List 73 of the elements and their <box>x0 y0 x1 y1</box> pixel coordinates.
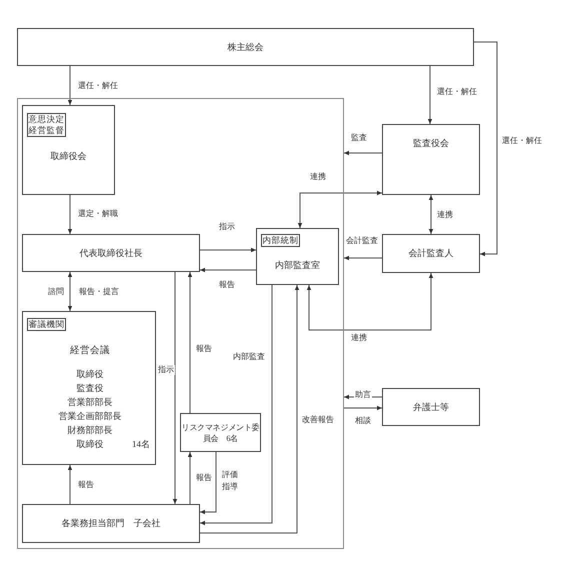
group-frame <box>17 98 344 549</box>
member-name: 監査役 <box>76 383 104 394</box>
edge-label: 相談 <box>354 416 372 426</box>
box-label: 株主総会 <box>228 42 264 52</box>
member-count: 14名 <box>132 439 150 450</box>
arrow <box>344 406 382 410</box>
org-box <box>22 504 200 543</box>
box-label: 代表取締役社長 <box>80 248 142 258</box>
org-box <box>382 234 480 273</box>
double-arrow <box>298 190 382 228</box>
edge-label: 内部監査 <box>232 352 266 362</box>
box-label: 各業務担当部門 子会社 <box>62 518 160 529</box>
org-box <box>180 413 261 452</box>
arrow <box>200 268 256 272</box>
box-label: 意思決定経営監督 <box>28 114 66 136</box>
org-box <box>22 234 200 272</box>
org-box <box>22 105 115 195</box>
edge-label: 連携 <box>350 333 368 343</box>
box-label: 経営会議 <box>70 346 110 357</box>
edge-label: 監査 <box>350 133 368 143</box>
edge-label: 選任・解任 <box>436 87 478 97</box>
edge-label: 会計監査 <box>345 236 379 246</box>
edge-label: 評価指導 <box>221 469 240 493</box>
box-label: 審議機関 <box>28 319 64 330</box>
org-box <box>256 228 339 285</box>
member-name: 取締役 <box>76 439 104 450</box>
edge-label: 報告 <box>77 480 95 490</box>
box-label: 監査役会 <box>413 138 449 149</box>
org-box <box>382 388 480 426</box>
arrow <box>344 150 382 156</box>
arrow <box>172 272 178 504</box>
edge-label: 改善報告 <box>301 415 335 425</box>
arrow <box>188 272 192 414</box>
arrow <box>200 284 300 534</box>
box-label: 内部監査室 <box>275 260 320 271</box>
arrow <box>188 452 192 504</box>
flow-label: 報告・提言 <box>78 287 120 297</box>
edge-label: 報告 <box>195 344 213 354</box>
member-name: 取締役 <box>76 369 104 380</box>
member-name: 営業企画部部長 <box>58 411 122 422</box>
org-box <box>22 311 156 465</box>
edge-label: 選任・解任 <box>77 81 119 91</box>
box-label: 取締役会 <box>50 150 86 162</box>
double-arrow <box>306 272 434 330</box>
double-arrow <box>68 272 72 312</box>
arrow <box>428 66 432 124</box>
edge-label: 報告 <box>195 473 213 483</box>
org-box <box>17 28 474 66</box>
edge-label: 助言 <box>354 390 372 400</box>
arrow <box>200 452 216 514</box>
arrow <box>200 284 272 526</box>
double-arrow <box>428 194 434 234</box>
edge-label: 連携 <box>436 210 454 220</box>
edge-label: 報告 <box>218 280 236 290</box>
edge-label: 指示 <box>157 365 175 375</box>
arrow <box>344 256 382 260</box>
edge-label: 選任・解任 <box>501 136 543 146</box>
box-label: 弁護士等 <box>413 402 449 412</box>
org-box <box>382 124 480 195</box>
arrow <box>68 464 72 504</box>
edge-label: 指示 <box>218 222 236 232</box>
member-name: 営業部部長 <box>68 397 112 408</box>
arrow <box>200 248 256 252</box>
edge-label: 諮問 <box>47 287 65 297</box>
arrow <box>68 66 72 106</box>
member-name: 財務部部長 <box>68 425 112 436</box>
box-label: 内部統制 <box>262 235 298 246</box>
edge-label: 連携 <box>309 172 327 182</box>
arrow <box>68 194 72 234</box>
edge-label: 選定・解職 <box>77 209 119 219</box>
box-label: 会計監査人 <box>408 248 454 259</box>
arrow <box>474 42 498 256</box>
box-label: リスクマネジメント委員会 6名 <box>181 422 260 444</box>
